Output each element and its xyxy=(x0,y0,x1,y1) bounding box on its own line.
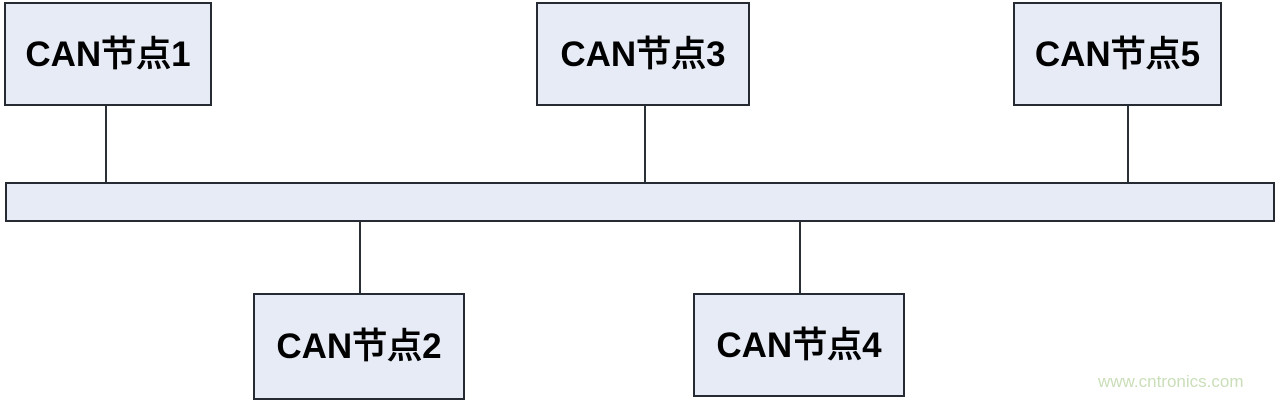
node-label-can-node-1: CAN节点1 xyxy=(25,34,191,74)
node-label-can-node-2: CAN节点2 xyxy=(276,327,442,366)
node-label-can-node-4: CAN节点4 xyxy=(716,325,882,365)
node-box-can-node-1[interactable]: CAN节点1 xyxy=(4,2,212,106)
connector-can-node-4 xyxy=(799,221,801,294)
node-label-can-node-3: CAN节点3 xyxy=(560,34,726,74)
watermark-text: www.cntronics.com xyxy=(1098,372,1244,391)
node-box-can-node-2[interactable]: CAN节点2 xyxy=(253,293,465,400)
connector-can-node-3 xyxy=(644,106,646,183)
can-bus-line[interactable] xyxy=(5,182,1275,222)
connector-can-node-1 xyxy=(105,106,107,183)
node-box-can-node-5[interactable]: CAN节点5 xyxy=(1013,2,1222,106)
node-box-can-node-3[interactable]: CAN节点3 xyxy=(536,2,750,106)
connector-can-node-5 xyxy=(1127,106,1129,183)
node-box-can-node-4[interactable]: CAN节点4 xyxy=(693,293,905,397)
connector-can-node-2 xyxy=(359,221,361,294)
node-label-can-node-5: CAN节点5 xyxy=(1034,34,1201,74)
